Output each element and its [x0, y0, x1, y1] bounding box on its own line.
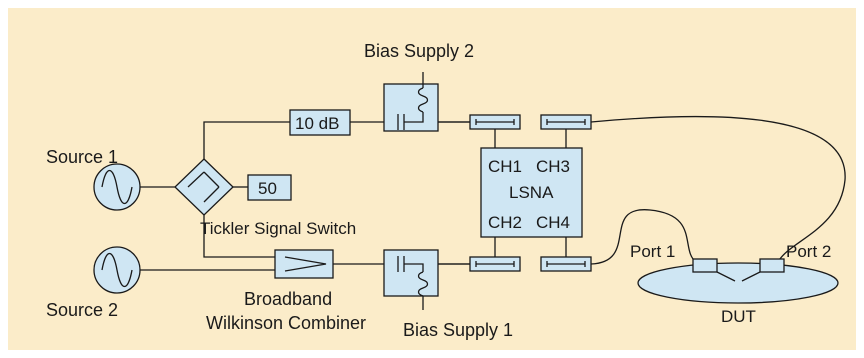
source-1-icon [93, 163, 141, 211]
bias-tee-1-icon [383, 249, 470, 310]
combiner-icon [274, 249, 334, 279]
dut-label: DUT [721, 307, 756, 326]
lsna-name-label: LSNA [509, 183, 554, 202]
lsna-ch4-label: CH4 [536, 213, 570, 232]
diamond-switch-icon [174, 158, 234, 216]
port-2-label: Port 2 [786, 242, 831, 261]
combiner-label-line1: Broadband [244, 289, 332, 309]
port-1-label: Port 1 [630, 242, 675, 261]
lsna-ch3-label: CH3 [536, 157, 570, 176]
coupler-ch4-icon [540, 256, 592, 272]
coupler-ch1-icon [469, 114, 521, 130]
tickler-switch-label: Tickler Signal Switch [200, 219, 356, 238]
bias-supply-1-label: Bias Supply 1 [403, 320, 513, 340]
source-2-icon [93, 246, 141, 294]
lsna-ch1-label: CH1 [488, 157, 522, 176]
termination-box [247, 174, 292, 201]
coupler-ch2-icon [469, 256, 521, 272]
attenuator-box [289, 109, 351, 136]
lsna-box [480, 147, 583, 238]
port-1-connector [692, 258, 718, 273]
termination-label: 50 [258, 179, 277, 198]
bias-tee-2-icon [383, 72, 470, 132]
port-2-connector [759, 258, 785, 273]
coupler-ch3-icon [540, 114, 592, 130]
bias-supply-2-label: Bias Supply 2 [364, 41, 474, 61]
combiner-label-line2: Wilkinson Combiner [206, 313, 366, 333]
dut-body [637, 262, 839, 304]
lsna-ch2-label: CH2 [488, 213, 522, 232]
attenuator-label: 10 dB [295, 114, 339, 133]
source-1-label: Source 1 [46, 147, 118, 167]
source-2-label: Source 2 [46, 300, 118, 320]
